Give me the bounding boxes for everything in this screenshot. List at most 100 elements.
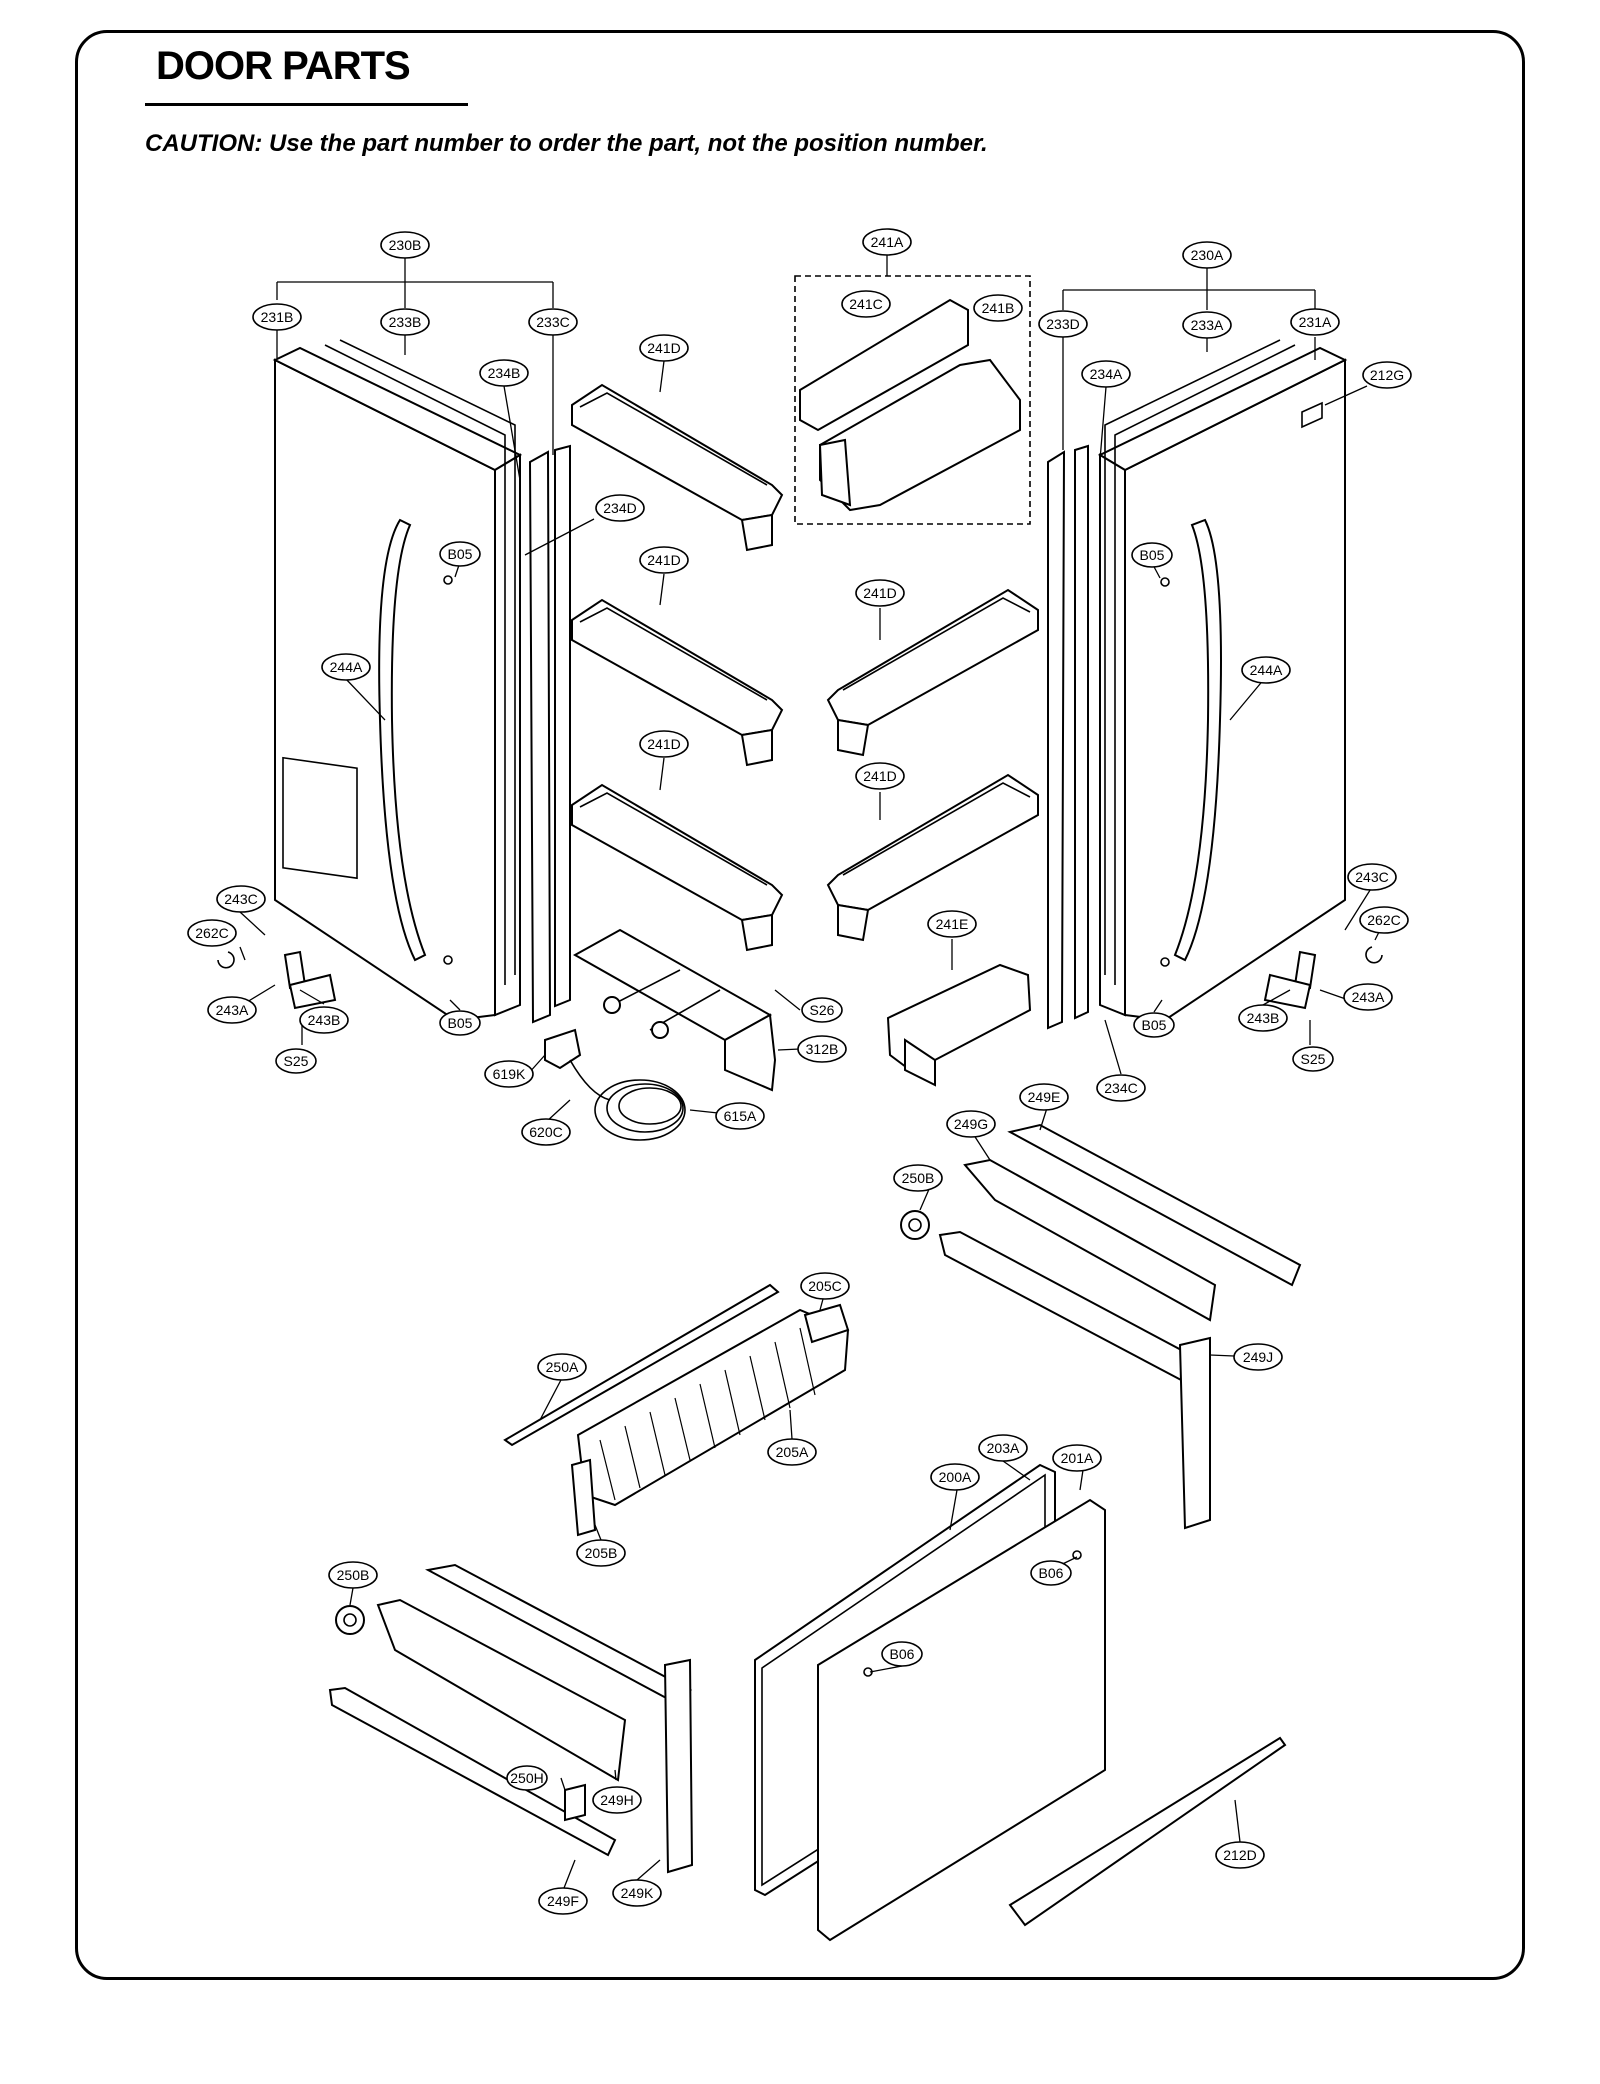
callout-S26: S26 <box>801 997 843 1023</box>
svg-text:243C: 243C <box>224 891 257 907</box>
svg-text:620C: 620C <box>529 1124 562 1140</box>
svg-text:243A: 243A <box>216 1002 249 1018</box>
svg-text:233A: 233A <box>1191 317 1224 333</box>
leader-lines <box>239 254 1385 1889</box>
svg-text:231B: 231B <box>261 309 294 325</box>
callout-250H: 250H <box>506 1765 548 1791</box>
water-line-615A <box>544 1028 686 1141</box>
svg-text:243A: 243A <box>1352 989 1385 1005</box>
svg-text:241D: 241D <box>863 768 896 784</box>
svg-text:233D: 233D <box>1046 316 1079 332</box>
callout-205B: 205B <box>576 1539 626 1567</box>
svg-text:S25: S25 <box>1301 1051 1326 1067</box>
callout-203A: 203A <box>978 1434 1028 1462</box>
callout-249K: 249K <box>612 1879 662 1907</box>
callout-233C: 233C <box>528 308 578 336</box>
svg-text:241D: 241D <box>647 340 680 356</box>
svg-text:231A: 231A <box>1299 314 1332 330</box>
callout-200A: 200A <box>930 1463 980 1491</box>
svg-text:203A: 203A <box>987 1440 1020 1456</box>
svg-text:241B: 241B <box>982 300 1015 316</box>
callout-B05: B05 <box>439 541 481 567</box>
callout-234B: 234B <box>479 359 529 387</box>
callout-249E: 249E <box>1019 1083 1069 1111</box>
callout-B05: B05 <box>1133 1012 1175 1038</box>
callout-234C: 234C <box>1096 1074 1146 1102</box>
callout-233A: 233A <box>1182 311 1232 339</box>
svg-text:244A: 244A <box>330 659 363 675</box>
svg-text:243B: 243B <box>308 1012 341 1028</box>
svg-text:243C: 243C <box>1355 869 1388 885</box>
callout-615A: 615A <box>715 1102 765 1130</box>
callout-205C: 205C <box>800 1272 850 1300</box>
svg-text:241D: 241D <box>647 736 680 752</box>
callout-201A: 201A <box>1052 1444 1102 1472</box>
svg-text:243B: 243B <box>1247 1010 1280 1026</box>
callout-labels: 230B 231B 233B 233C 234B 241D 241A 241C … <box>187 228 1412 1915</box>
callout-620C: 620C <box>521 1118 571 1146</box>
svg-text:B06: B06 <box>890 1646 915 1662</box>
door-bins <box>571 383 1039 1087</box>
callout-241D: 241D <box>855 762 905 790</box>
svg-text:B06: B06 <box>1039 1565 1064 1581</box>
callout-250A: 250A <box>537 1353 587 1381</box>
callout-249H: 249H <box>592 1786 642 1814</box>
right-door-assembly <box>1047 339 1348 1030</box>
svg-text:234B: 234B <box>488 365 521 381</box>
callout-241D: 241D <box>639 730 689 758</box>
callout-243A: 243A <box>207 996 257 1024</box>
drawer-rails-lower <box>328 1563 694 1874</box>
callout-243A: 243A <box>1343 983 1393 1011</box>
svg-text:262C: 262C <box>1367 912 1400 928</box>
page-title: DOOR PARTS <box>156 44 411 88</box>
callout-230A: 230A <box>1182 241 1232 269</box>
svg-text:233B: 233B <box>389 314 422 330</box>
svg-text:233C: 233C <box>536 314 569 330</box>
callout-262C: 262C <box>1359 906 1409 934</box>
callout-243B: 243B <box>299 1006 349 1034</box>
svg-text:234C: 234C <box>1104 1080 1137 1096</box>
svg-text:619K: 619K <box>493 1066 526 1082</box>
callout-243B: 243B <box>1238 1004 1288 1032</box>
callout-212D: 212D <box>1215 1841 1265 1869</box>
callout-249J: 249J <box>1233 1343 1283 1371</box>
callout-241D: 241D <box>639 334 689 362</box>
svg-text:212G: 212G <box>1370 367 1404 383</box>
title-underline <box>145 103 468 106</box>
callout-243C: 243C <box>216 885 266 913</box>
callout-250B: 250B <box>893 1164 943 1192</box>
svg-text:B05: B05 <box>448 546 473 562</box>
callout-S25: S25 <box>275 1048 317 1074</box>
callout-B05: B05 <box>439 1010 481 1036</box>
svg-text:249H: 249H <box>600 1792 633 1808</box>
svg-text:201A: 201A <box>1061 1450 1094 1466</box>
svg-text:234D: 234D <box>603 500 636 516</box>
svg-text:241E: 241E <box>936 916 969 932</box>
caution-note: CAUTION: Use the part number to order th… <box>145 130 988 157</box>
diagram-frame <box>75 30 1525 1980</box>
callout-249F: 249F <box>538 1887 588 1915</box>
callout-234D: 234D <box>595 494 645 522</box>
svg-text:250H: 250H <box>510 1770 543 1786</box>
svg-text:205C: 205C <box>808 1278 841 1294</box>
svg-text:S26: S26 <box>810 1002 835 1018</box>
callout-241D: 241D <box>639 546 689 574</box>
svg-text:312B: 312B <box>806 1041 839 1057</box>
svg-text:230B: 230B <box>389 237 422 253</box>
callout-233D: 233D <box>1038 310 1088 338</box>
tray-312B <box>572 928 777 1092</box>
svg-text:B05: B05 <box>1140 547 1165 563</box>
callout-244A: 244A <box>321 653 371 681</box>
svg-text:200A: 200A <box>939 1469 972 1485</box>
callout-619K: 619K <box>484 1060 534 1088</box>
basket-205A <box>503 1283 850 1537</box>
callout-241A: 241A <box>862 228 912 256</box>
svg-text:212D: 212D <box>1223 1847 1256 1863</box>
callout-233B: 233B <box>380 308 430 336</box>
svg-text:241A: 241A <box>871 234 904 250</box>
callout-243C: 243C <box>1347 863 1397 891</box>
svg-text:244A: 244A <box>1250 662 1283 678</box>
svg-text:205A: 205A <box>776 1444 809 1460</box>
svg-text:234A: 234A <box>1090 366 1123 382</box>
